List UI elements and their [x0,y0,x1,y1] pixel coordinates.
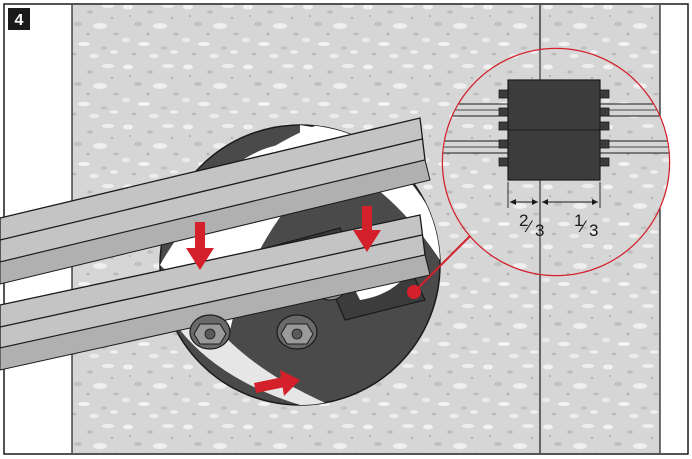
dimension-label-one-third: 1 ⁄ 3 [574,211,598,240]
callout-line [413,227,479,293]
step-number: 4 [15,12,24,29]
fraction-slash: ⁄ [578,217,588,236]
fraction-denominator: 3 [535,221,544,240]
upper-rail [0,117,431,285]
fraction-numerator: 1 [574,211,583,230]
arrow-down-icon [353,206,381,252]
fraction-denominator: 3 [589,221,598,240]
fraction-numerator: 2 [519,211,528,230]
bolt-left [189,314,231,350]
bolt-right [276,314,318,350]
dimension-label-two-thirds: 2 ⁄ 3 [519,211,544,240]
arrow-down-icon [186,222,214,270]
lower-rail [0,214,431,371]
arrow-right-icon [254,370,300,396]
callout-dot-icon [407,285,421,299]
fraction-slash: ⁄ [524,217,534,236]
step-badge: 4 [8,8,30,30]
